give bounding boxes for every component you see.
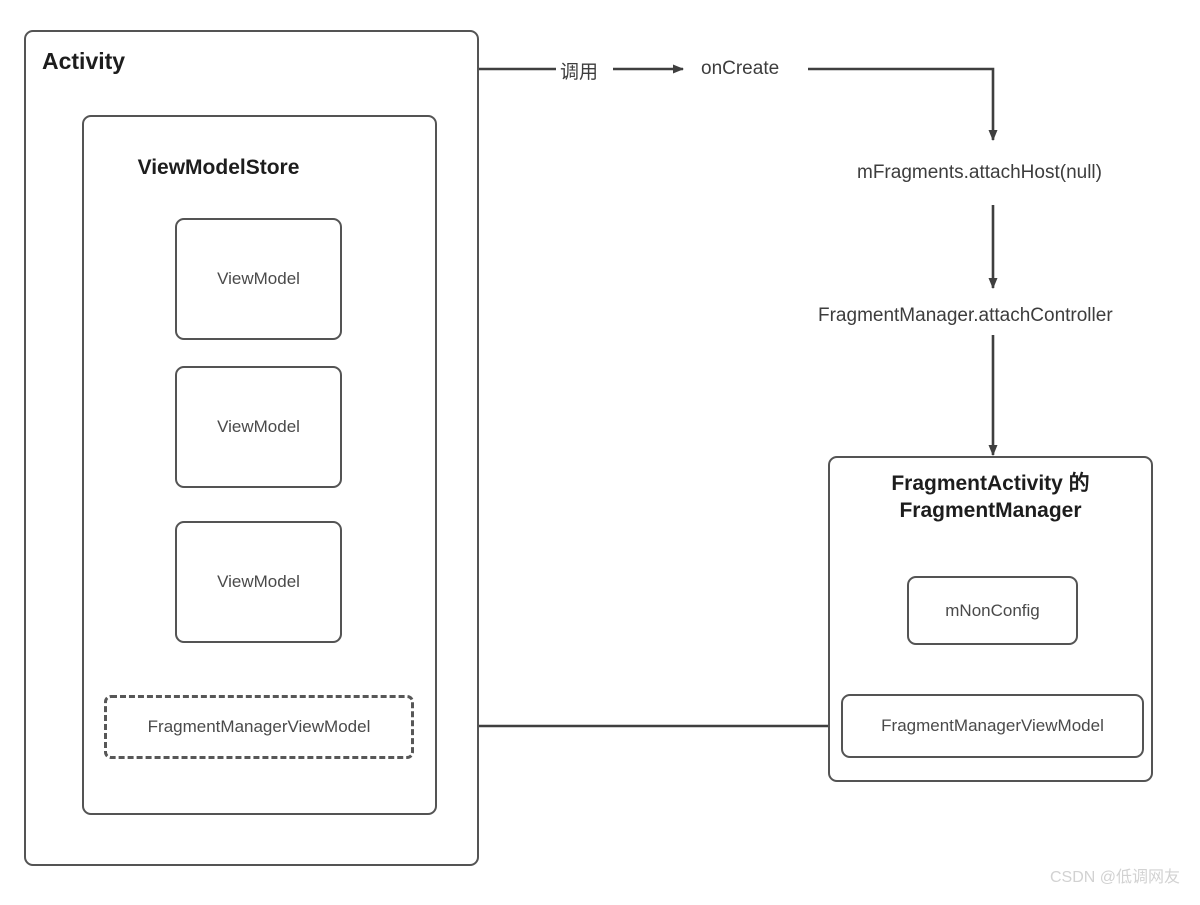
- watermark: CSDN @低调网友: [1049, 869, 1180, 886]
- flow-step-attachcontroller: FragmentManager.attachController: [818, 305, 1113, 326]
- mnonconfig-box: [907, 576, 1078, 645]
- mnonconfig-label: mNonConfig: [945, 600, 1040, 620]
- fragment-manager-viewmodel-solid-label: FragmentManagerViewModel: [881, 716, 1104, 736]
- edge-oncreate-to-attachhost: [808, 67, 998, 141]
- viewmodel-box-1: [175, 218, 342, 340]
- viewmodel-box-3: [175, 521, 342, 643]
- fragment-manager-viewmodel-dashed-label: FragmentManagerViewModel: [147, 717, 371, 737]
- activity-title: Activity: [42, 48, 126, 74]
- viewmodel-label-3: ViewModel: [217, 572, 300, 592]
- flow-step-oncreate: onCreate: [701, 58, 780, 79]
- edge-label-call: 调用: [560, 62, 599, 83]
- fragment-manager-viewmodel-solid-box: [841, 694, 1144, 758]
- flow-step-attachhost: mFragments.attachHost(null): [857, 162, 1102, 183]
- fragment-activity-fragmentmanager-title: FragmentActivity 的 FragmentManager: [891, 472, 1090, 523]
- viewmodel-label-1: ViewModel: [217, 269, 300, 289]
- viewmodelstore-title: ViewModelStore: [137, 156, 300, 179]
- fragment-manager-viewmodel-dashed-box: [104, 695, 414, 759]
- viewmodel-label-2: ViewModel: [217, 417, 300, 437]
- viewmodel-box-2: [175, 366, 342, 488]
